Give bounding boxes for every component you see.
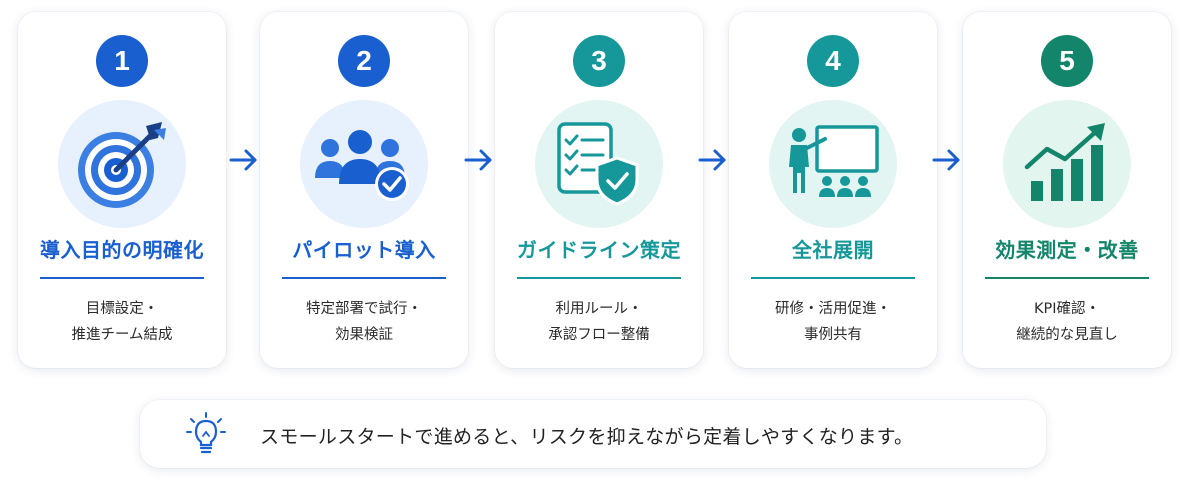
step-description-line: 目標設定・ [85,301,159,317]
divider [40,277,204,279]
divider [282,277,446,279]
step-description-line: KPI確認・ [1033,301,1101,317]
lightbulb-icon [186,412,226,456]
step-description-line: 研修・活用促進・ [775,301,891,317]
arrow-right-icon [464,148,494,172]
step-card-2: 2 パイロット導入 特定部署で試行・ 効果検証 [260,12,468,368]
step-number-badge: 4 [807,35,859,87]
step-card-1: 1 導入目的の明確化 目標設定・ 推進チーム結成 [18,12,226,368]
step-title: 導入目的の明確化 [40,238,204,262]
step-title: 効果測定・改善 [995,238,1139,262]
step-description-line: 推進チーム結成 [71,327,173,343]
arrow-right-icon [229,148,259,172]
divider [751,277,915,279]
presentation-icon [769,100,897,228]
step-title: パイロット導入 [292,238,436,262]
step-description: 研修・活用促進・ 事例共有 [729,296,937,348]
step-number-badge: 1 [96,35,148,87]
checklist-shield-icon [535,100,663,228]
step-number-badge: 2 [338,35,390,87]
step-title: ガイドライン策定 [517,238,681,262]
arrow-right-icon [932,148,962,172]
divider [985,277,1149,279]
step-card-4: 4 全社展開 研修・活用促進・ 事例共有 [729,12,937,368]
target-icon [58,100,186,228]
step-number-badge: 3 [573,35,625,87]
step-description: KPI確認・ 継続的な見直し [963,296,1171,348]
step-title: 全社展開 [792,238,874,262]
step-description-line: 利用ルール・ [555,301,643,317]
step-description: 利用ルール・ 承認フロー整備 [495,296,703,348]
step-card-3: 3 ガイドライン策定 利用ルール・ 承認フロー整備 [495,12,703,368]
team-check-icon [300,100,428,228]
step-description-line: 効果検証 [335,327,393,343]
tip-text: スモールスタートで進めると、リスクを抑えながら定着しやすくなります。 [260,426,914,448]
step-description-line: 特定部署で試行・ [306,301,422,317]
growth-chart-icon [1003,100,1131,228]
step-number-badge: 5 [1041,35,1093,87]
divider [517,277,681,279]
step-card-5: 5 効果測定・改善 KPI確認・ 継続的な見直し [963,12,1171,368]
step-description: 特定部署で試行・ 効果検証 [260,296,468,348]
step-description: 目標設定・ 推進チーム結成 [18,296,226,348]
arrow-right-icon [698,148,728,172]
step-description-line: 継続的な見直し [1016,327,1118,343]
step-description-line: 承認フロー整備 [548,327,650,343]
tip-banner: スモールスタートで進めると、リスクを抑えながら定着しやすくなります。 [140,400,1046,468]
step-description-line: 事例共有 [804,327,862,343]
